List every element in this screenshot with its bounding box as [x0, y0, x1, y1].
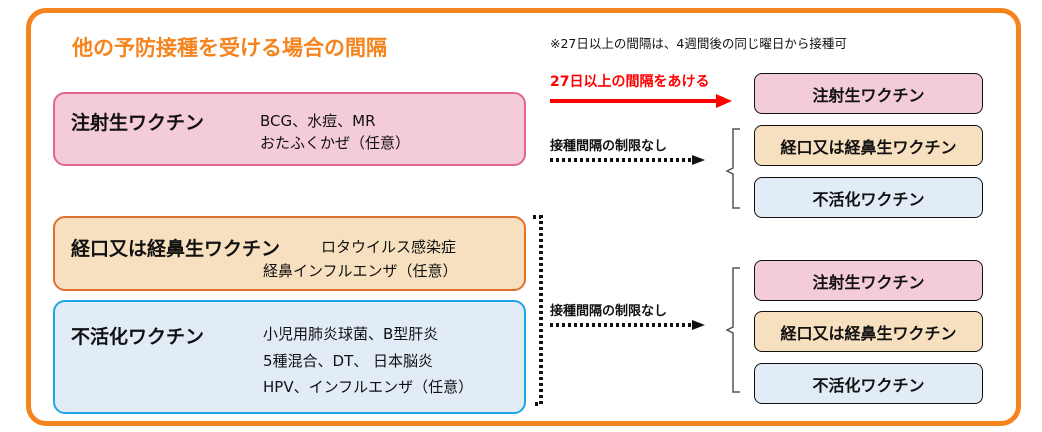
- diagram-frame: [26, 8, 1021, 426]
- live-injection-name: 注射生ワクチン: [71, 112, 205, 134]
- right-bottom-oral-nasal: 経口又は経鼻生ワクチン: [754, 311, 983, 352]
- interval-note: ※27日以上の間隔は、4週間後の同じ曜日から接種可: [550, 36, 847, 51]
- live-injection-box: 注射生ワクチン BCG、水痘、MR おたふくかぜ（任意）: [53, 92, 526, 166]
- dotted-group-bracket: [533, 215, 543, 406]
- red-arrow-head: [716, 94, 732, 108]
- oral-nasal-detail-2: 経鼻インフルエンザ（任意）: [263, 262, 458, 280]
- right-bottom-inactivated: 不活化ワクチン: [754, 363, 983, 404]
- top-bracket: [725, 128, 740, 209]
- no-limit-label-1: 接種間隔の制限なし: [550, 139, 668, 154]
- inactivated-box: 不活化ワクチン 小児用肺炎球菌、B型肝炎 5種混合、DT、 日本脳炎 HPV、イ…: [53, 300, 526, 414]
- oral-nasal-box: 経口又は経鼻生ワクチン ロタウイルス感染症 経鼻インフルエンザ（任意）: [53, 216, 526, 291]
- no-limit-label-2: 接種間隔の制限なし: [550, 304, 668, 319]
- dotted-arrow-1-head: [692, 155, 705, 165]
- dotted-arrow-2-head: [692, 320, 705, 330]
- inactivated-detail-2: 5種混合、DT、 日本脳炎: [263, 352, 434, 370]
- bottom-bracket: [725, 267, 740, 393]
- inactivated-detail-1: 小児用肺炎球菌、B型肝炎: [263, 325, 439, 343]
- live-injection-detail-1: BCG、水痘、MR: [260, 112, 376, 130]
- right-top-inactivated: 不活化ワクチン: [754, 177, 983, 218]
- right-top-live-injection: 注射生ワクチン: [754, 73, 983, 114]
- red-arrow-label: 27日以上の間隔をあける: [550, 74, 710, 90]
- right-top-oral-nasal: 経口又は経鼻生ワクチン: [754, 125, 983, 166]
- diagram-title: 他の予防接種を受ける場合の間隔: [72, 36, 387, 60]
- right-bottom-live-injection: 注射生ワクチン: [754, 260, 983, 301]
- live-injection-detail-2: おたふくかぜ（任意）: [260, 134, 411, 152]
- inactivated-name: 不活化ワクチン: [71, 326, 205, 348]
- oral-nasal-detail-1: ロタウイルス感染症: [321, 238, 457, 256]
- inactivated-detail-3: HPV、インフルエンザ（任意）: [263, 378, 474, 396]
- oral-nasal-name: 経口又は経鼻生ワクチン: [71, 238, 281, 260]
